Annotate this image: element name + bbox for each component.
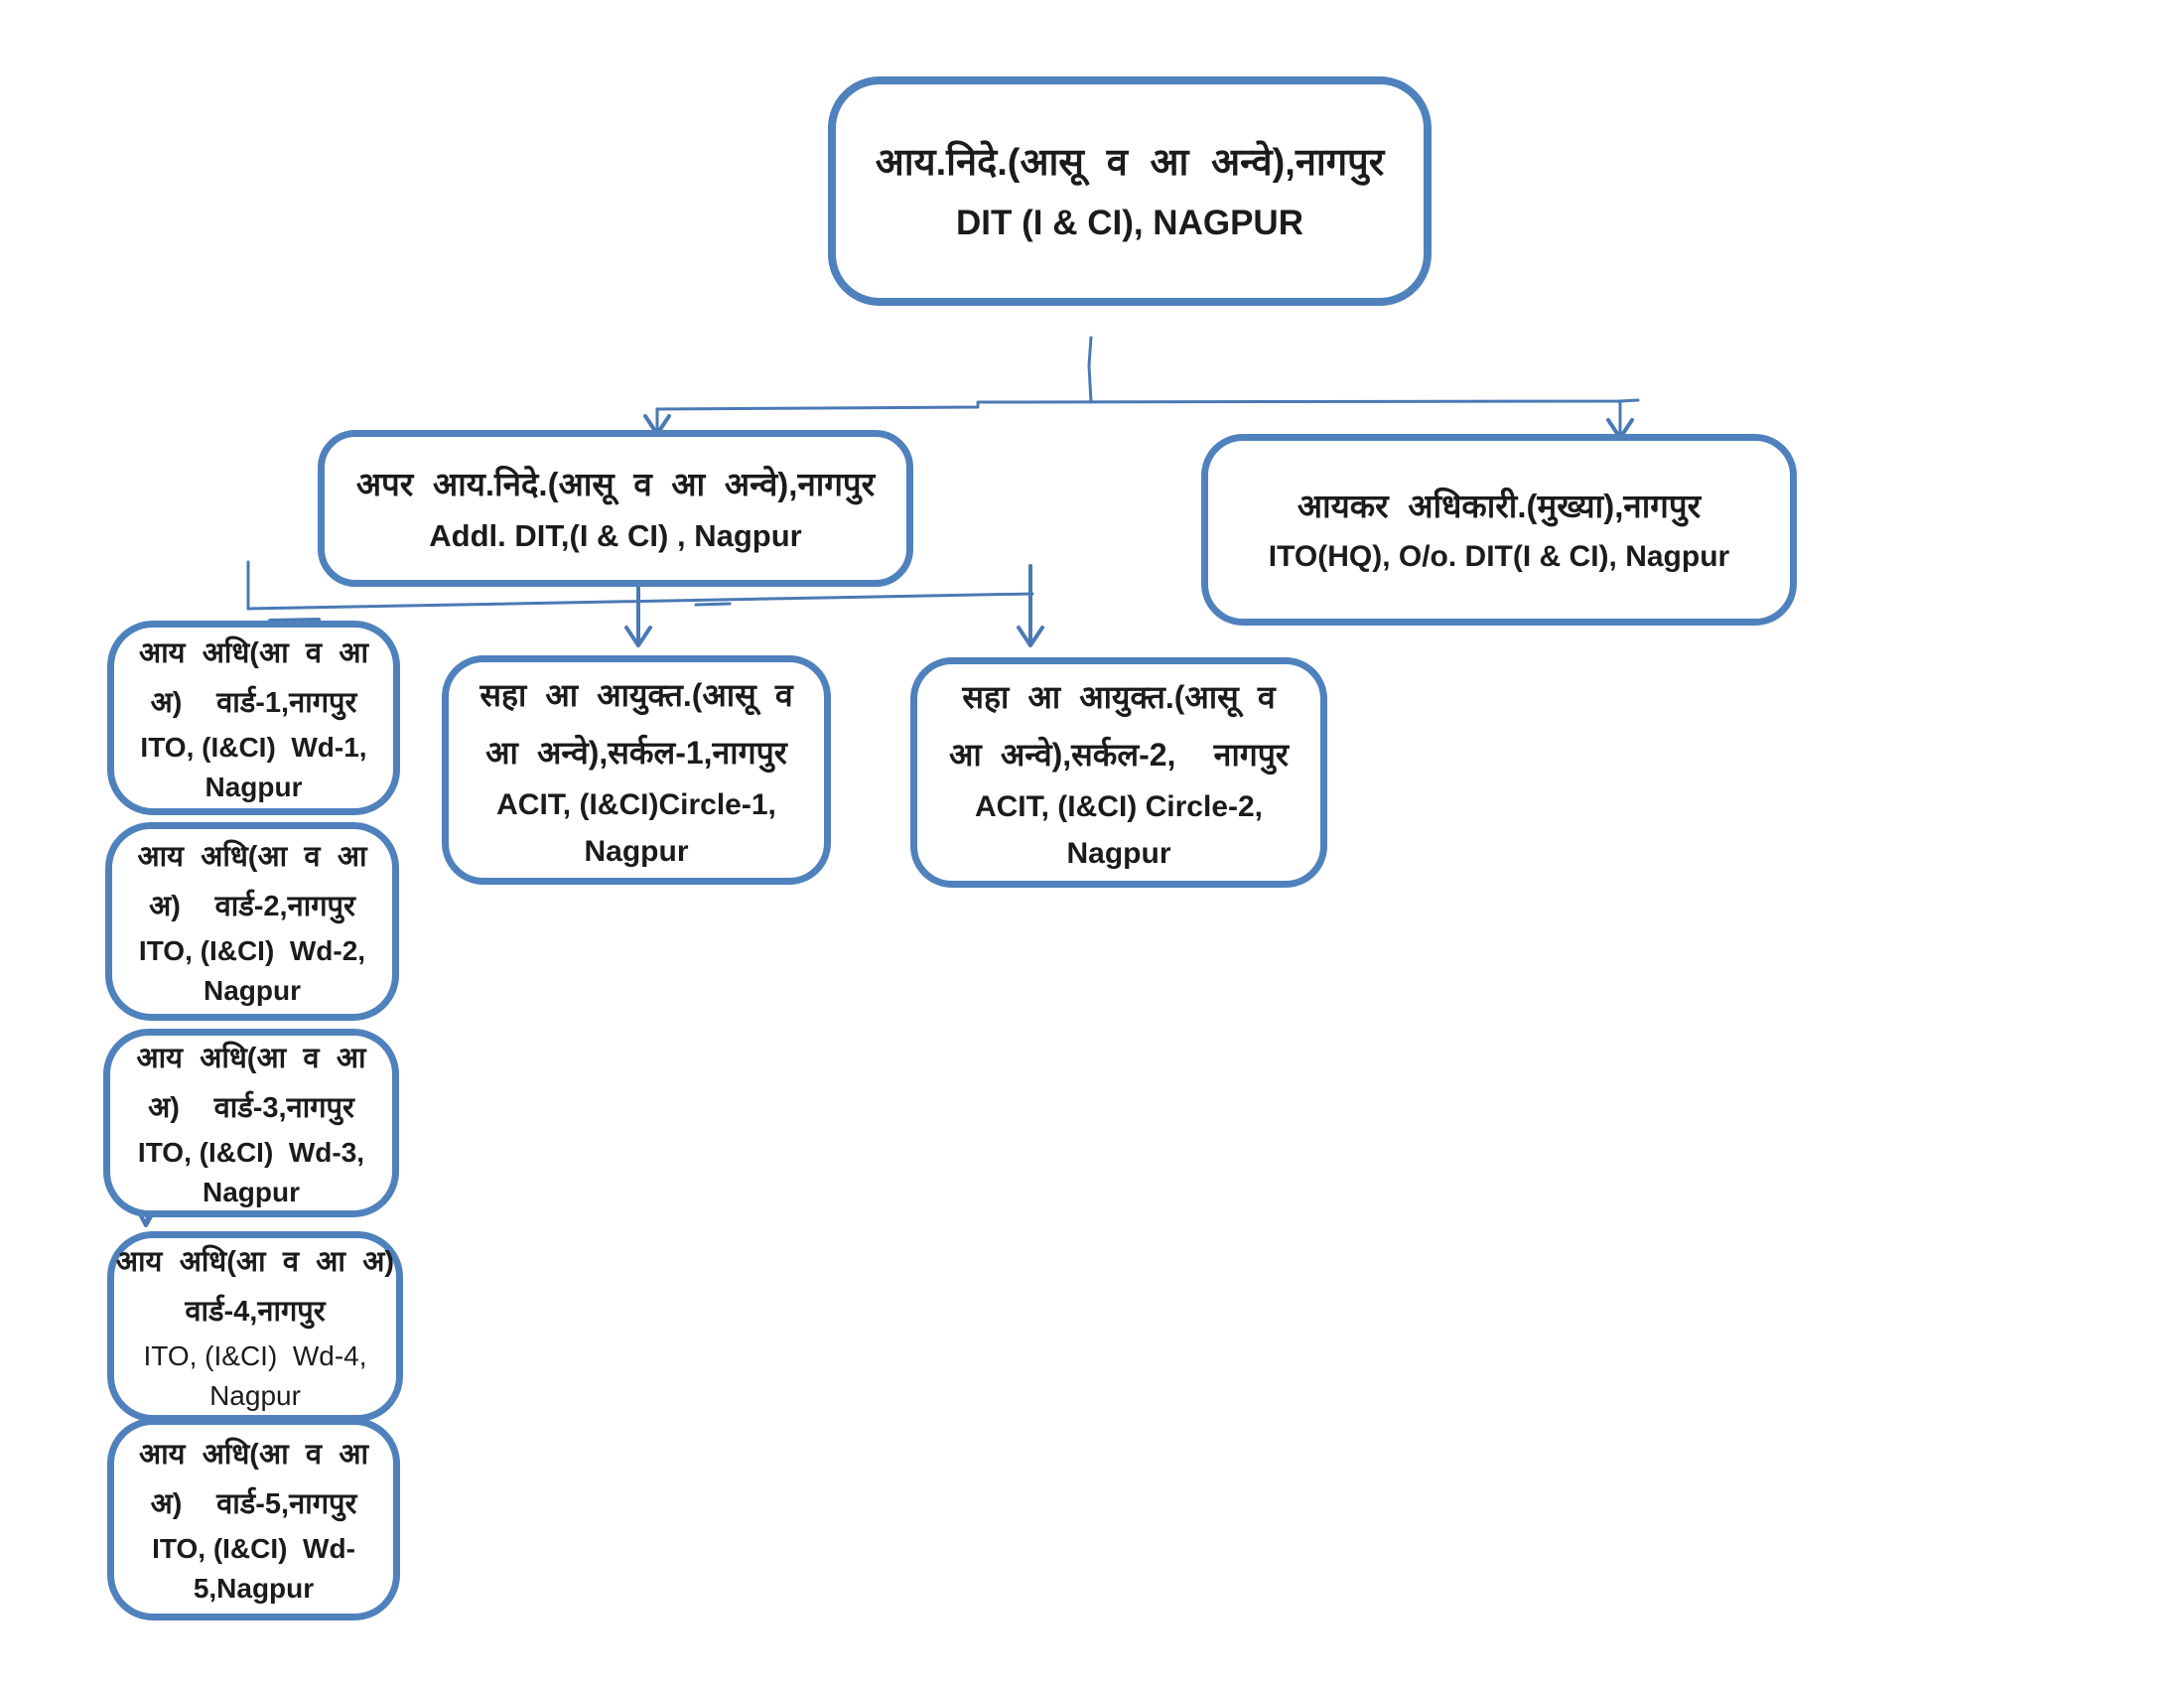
node-hindi-text: अ) वार्ड-2,नागपुर (149, 891, 355, 922)
org-node-ito-hq: आयकर अधिकारी.(मुख्या),नागपुर ITO(HQ), O/… (1201, 434, 1797, 626)
node-english-text: Nagpur (209, 1380, 301, 1411)
node-english-text: Nagpur (203, 1177, 300, 1207)
node-english-text: 5,Nagpur (193, 1573, 315, 1604)
node-english-text: DIT (I & CI), NAGPUR (956, 203, 1303, 242)
node-english-text: ITO, (I&CI) Wd- (152, 1533, 355, 1564)
node-hindi-text: आ अन्वे),सर्कल-2, नागपुर (948, 737, 1290, 773)
connector-stray-dash-mid (694, 602, 732, 607)
org-node-ito-ward-3: आय अधि(आ व आ अ) वार्ड-3,नागपुर ITO, (I&C… (103, 1029, 399, 1217)
node-hindi-text: अ) वार्ड-1,नागपुर (150, 687, 357, 719)
node-hindi-text: वार्ड-4,नागपुर (185, 1296, 326, 1328)
node-hindi-text: अपर आय.निदे.(आसू व आ अन्वे),नागपुर (355, 466, 876, 502)
node-hindi-text: आय अधि(आ व आ अ) (115, 1246, 395, 1278)
org-node-acit-circle-2: सहा आ आयुक्त.(आसू व आ अन्वे),सर्कल-2, ना… (910, 657, 1327, 888)
node-hindi-text: अ) वार्ड-5,नागपुर (150, 1488, 357, 1520)
node-english-text: Nagpur (205, 772, 303, 802)
node-hindi-text: आय अधि(आ व आ (138, 637, 369, 669)
node-hindi-text: सहा आ आयुक्त.(आसू व (479, 676, 793, 713)
org-node-acit-circle-1: सहा आ आयुक्त.(आसू व आ अन्वे),सर्कल-1,नाग… (442, 655, 831, 885)
node-english-text: Nagpur (584, 834, 689, 868)
node-hindi-text: आय.निदे.(आसू व आ अन्वे),नागपुर (875, 141, 1385, 184)
node-hindi-text: आय अधि(आ व आ (137, 841, 367, 873)
connector-distributor-mid (246, 592, 1034, 611)
node-hindi-text: सहा आ आयुक्त.(आसू व (962, 679, 1276, 715)
org-node-dit-nagpur: आय.निदे.(आसू व आ अन्वे),नागपुर DIT (I & … (828, 76, 1432, 306)
node-hindi-text: आय अधि(आ व आ (138, 1439, 369, 1471)
node-english-text: Nagpur (204, 975, 301, 1006)
node-english-text: ITO, (I&CI) Wd-2, (138, 935, 366, 966)
node-hindi-text: अ) वार्ड-3,नागपुर (148, 1092, 354, 1124)
org-node-ito-ward-2: आय अधि(आ व आ अ) वार्ड-2,नागपुर ITO, (I&C… (105, 822, 399, 1021)
org-node-ito-ward-1: आय अधि(आ व आ अ) वार्ड-1,नागपुर ITO, (I&C… (107, 621, 400, 815)
org-node-ito-ward-4: आय अधि(आ व आ अ) वार्ड-4,नागपुर ITO, (I&C… (107, 1231, 403, 1422)
connector-distributor-top (655, 398, 1640, 411)
org-node-ito-ward-5: आय अधि(आ व आ अ) वार्ड-5,नागपुर ITO, (I&C… (107, 1418, 400, 1620)
node-english-text: ITO(HQ), O/o. DIT(I & CI), Nagpur (1268, 539, 1730, 573)
node-english-text: ITO, (I&CI) Wd-1, (140, 732, 367, 763)
node-english-text: ITO, (I&CI) Wd-4, (143, 1340, 367, 1371)
arrowhead-circle-2 (1017, 626, 1044, 647)
node-english-text: ACIT, (I&CI) Circle-2, (974, 790, 1264, 823)
connector-top-stub (1087, 336, 1093, 404)
node-hindi-text: आय अधि(आ व आ (136, 1043, 366, 1074)
node-english-text: Nagpur (1066, 837, 1171, 870)
org-node-addl-dit: अपर आय.निदे.(आसू व आ अन्वे),नागपुर Addl.… (318, 430, 913, 587)
node-english-text: ITO, (I&CI) Wd-3, (137, 1137, 365, 1168)
node-english-text: ACIT, (I&CI)Circle-1, (496, 787, 776, 821)
node-hindi-text: आ अन्वे),सर्कल-1,नागपुर (485, 734, 787, 771)
node-hindi-text: आयकर अधिकारी.(मुख्या),नागपुर (1297, 487, 1702, 524)
node-english-text: Addl. DIT,(I & CI) , Nagpur (429, 518, 802, 553)
arrowhead-circle-1 (624, 626, 652, 647)
